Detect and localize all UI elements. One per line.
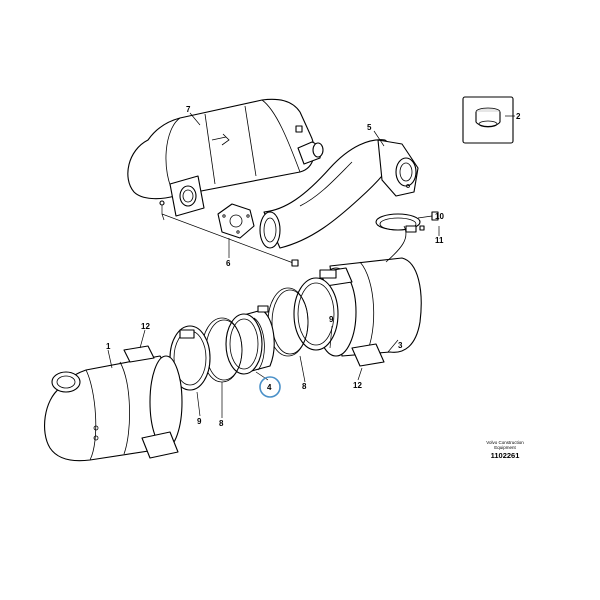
callout-7: 7 [186, 105, 191, 114]
v-band-clamp [375, 211, 439, 233]
exhaust-pipe [259, 139, 419, 249]
callout-12-left: 12 [141, 322, 150, 331]
callout-3: 3 [398, 341, 403, 350]
credit-company-line-2: Equipment [494, 445, 516, 450]
callout-9-right: 9 [329, 315, 334, 324]
credit-company-line: Volvo Construction [486, 440, 524, 445]
callout-1: 1 [106, 342, 111, 351]
flange-gasket [161, 203, 299, 267]
callout-5: 5 [367, 123, 372, 132]
callout-8-right: 8 [302, 382, 307, 391]
leader-lines [107, 112, 515, 418]
callout-8-left: 8 [219, 419, 224, 428]
callout-4: 4 [267, 383, 272, 392]
silencer-section-left [44, 345, 183, 462]
callout-12-right: 12 [353, 381, 362, 390]
callout-9-left: 9 [197, 417, 202, 426]
clamp-ring-left [169, 325, 211, 391]
callout-11: 11 [435, 236, 444, 245]
plug-inset [462, 96, 514, 144]
intermediate-pipe [225, 305, 275, 375]
drawing-number: 1102261 [490, 451, 520, 460]
clamp-ring-right [293, 269, 339, 351]
callout-2: 2 [516, 112, 521, 121]
callout-labels: 1 2 3 4 5 6 7 8 8 9 9 10 11 12 12 [106, 105, 521, 428]
callout-10: 10 [435, 212, 444, 221]
silencer-unit [127, 98, 324, 217]
callout-6: 6 [226, 259, 231, 268]
highlight-circle [259, 376, 281, 398]
